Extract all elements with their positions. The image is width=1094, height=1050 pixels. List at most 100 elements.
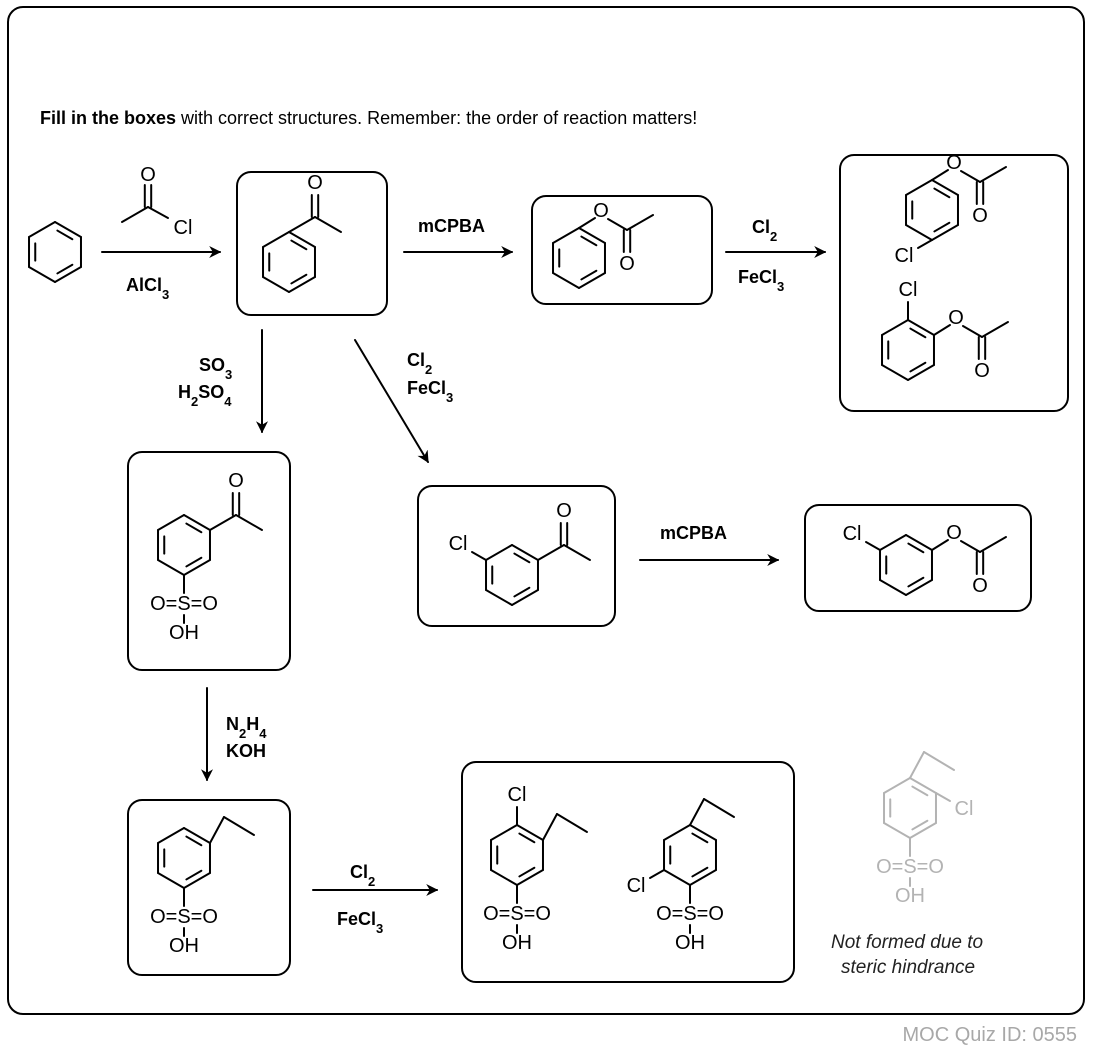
- ester-oxygen: O: [593, 200, 609, 222]
- ring-double-bond: [56, 229, 74, 241]
- ring-bond: [883, 777, 911, 794]
- ring-bond: [881, 319, 909, 336]
- ring-bond: [879, 534, 907, 551]
- ring-bond: [881, 364, 909, 381]
- molecule-4-chloro-3-ethylbenzenesulfonic-acid: ClO=S=OOH: [483, 784, 588, 954]
- sulfonyl-group: O=S=O: [876, 856, 944, 878]
- quiz-frame: [7, 6, 1085, 1015]
- molecule-2-chloro-5-ethylbenzenesulfonic-acid: ClO=S=OOH: [627, 798, 735, 954]
- meta-chlorine: Cl: [843, 523, 862, 545]
- reagent-fecl3-2: FeCl3: [407, 378, 453, 405]
- aryl-cl-bond: [865, 541, 882, 551]
- ethyl-bond: [703, 798, 735, 818]
- ester-bond: [961, 325, 983, 338]
- sulfonyl-group: O=S=O: [656, 903, 724, 925]
- instructions-text: with correct structures. Remember: the o…: [176, 108, 698, 128]
- ring-bond: [54, 266, 82, 283]
- ester-bond: [607, 218, 628, 231]
- ring-bond: [183, 514, 211, 531]
- ethyl-bond: [555, 813, 588, 833]
- ring-bond: [663, 869, 691, 886]
- molecule-3-acetylbenzenesulfonic-acid: OO=S=OOH: [150, 470, 263, 644]
- methyl-bond: [980, 321, 1009, 338]
- ring-bond: [689, 869, 717, 886]
- ester-bond: [959, 540, 981, 553]
- methyl-bond: [978, 536, 1007, 553]
- hydroxyl-group: OH: [502, 932, 532, 954]
- ring-double-bond: [911, 785, 929, 797]
- reagent-fecl3-1: FeCl3: [738, 267, 784, 294]
- ortho-chlorine: Cl: [899, 279, 918, 301]
- ring-bond: [907, 364, 935, 381]
- box-chloroethylbenzenesulfonic-acids: [461, 761, 795, 983]
- molecule-3-chloroacetophenone: OCl: [449, 500, 591, 606]
- carbonyl-oxygen: O: [972, 575, 988, 597]
- ring-bond: [262, 276, 290, 293]
- ester-bond: [960, 170, 981, 183]
- ethyl-bond: [208, 816, 225, 844]
- ring-bond: [931, 179, 959, 196]
- ring-double-bond: [933, 187, 951, 199]
- ring-double-bond: [580, 269, 598, 281]
- arrow-chlorination-2: [354, 339, 429, 464]
- reagent-alcl3: AlCl3: [126, 275, 169, 302]
- ring-double-bond: [933, 221, 951, 233]
- molecule-benzene: [28, 221, 82, 283]
- box-chlorophenyl-acetate: [804, 504, 1032, 612]
- hindered-chlorine: Cl: [955, 798, 974, 820]
- quiz-id: MOC Quiz ID: 0555: [902, 1024, 1077, 1046]
- ring-bond: [689, 824, 717, 841]
- ring-bond: [552, 272, 580, 289]
- aryl-cl-bond: [917, 239, 933, 249]
- box-ethylbenzenesulfonic-acid: [127, 799, 291, 976]
- ring-bond: [905, 579, 933, 596]
- aryl-cl-bond: [934, 792, 951, 802]
- ortho-chlorine: Cl: [627, 875, 646, 897]
- ring-bond: [485, 544, 513, 561]
- note-line-1: Not formed due to: [831, 932, 983, 953]
- ring-double-bond: [691, 866, 709, 878]
- box-acetylbenzenesulfonic-acid: [127, 451, 291, 671]
- sulfonyl-group: O=S=O: [483, 903, 551, 925]
- box-chlorophenyl-acetates: [839, 154, 1069, 412]
- box-acetophenone: [236, 171, 388, 316]
- ester-oxygen: O: [946, 522, 962, 544]
- hydroxyl-group: OH: [169, 622, 199, 644]
- carbonyl-oxygen: O: [140, 164, 156, 186]
- ring-bond: [578, 272, 606, 289]
- molecule-phenyl-acetate: OO: [552, 200, 654, 289]
- ring-bond: [490, 869, 518, 886]
- ring-bond: [879, 579, 907, 596]
- methyl-bond: [234, 514, 263, 531]
- methyl-bond: [979, 166, 1007, 183]
- ring-bond: [157, 872, 185, 889]
- ring-bond: [183, 559, 211, 576]
- reagent-n2h4: N2H4: [226, 714, 267, 741]
- ring-double-bond: [909, 361, 927, 373]
- ring-bond: [552, 227, 580, 244]
- reagent-koh: KOH: [226, 741, 266, 761]
- molecule-3-chlorophenyl-acetate: O O Cl: [843, 522, 1007, 597]
- ring-bond: [183, 872, 211, 889]
- hydroxyl-group: OH: [895, 885, 925, 907]
- ethyl-bond: [689, 798, 705, 826]
- ring-double-bond: [290, 273, 308, 285]
- ring-bond: [288, 231, 316, 248]
- ring-bond: [883, 822, 911, 839]
- reagent-cl2-1: Cl2: [752, 217, 777, 244]
- ring-double-bond: [518, 832, 536, 844]
- ring-double-bond: [907, 542, 925, 554]
- molecule-acetyl-chloride: OCl: [121, 164, 192, 239]
- reagent-so3: SO3: [199, 355, 232, 382]
- aryl-cl-bond: [471, 551, 488, 561]
- reagent-h2so4: H2SO4: [178, 382, 232, 409]
- ring-bond: [54, 221, 82, 238]
- acetyl-bond: [536, 544, 565, 561]
- box-phenyl-acetate: [531, 195, 713, 305]
- molecule-acetophenone: O: [262, 172, 342, 293]
- ring-bond: [931, 224, 959, 241]
- box-chloroacetophenone: [417, 485, 616, 627]
- ring-bond: [909, 777, 937, 794]
- ring-bond: [905, 179, 933, 196]
